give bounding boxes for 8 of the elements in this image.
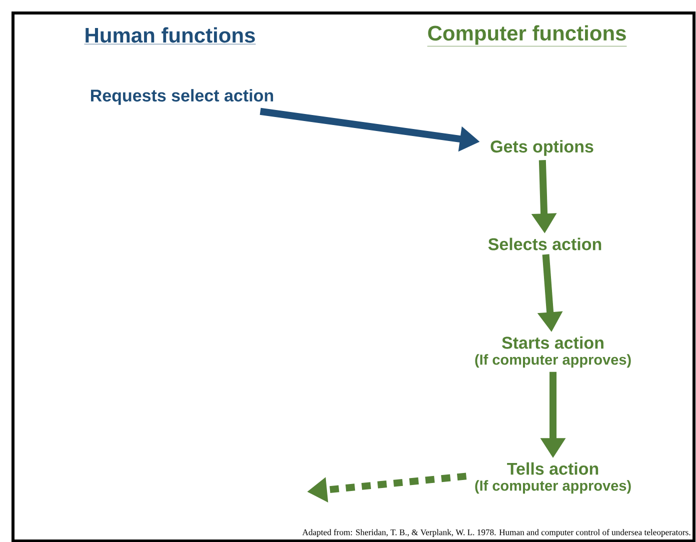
step-text: Selects action (488, 238, 602, 250)
step-text: Gets options (490, 140, 594, 156)
column-heading: Computer functions (427, 25, 627, 46)
step-text: Starts action (If computer approves) (475, 336, 631, 368)
column-heading: Human functions (84, 27, 256, 44)
caption: Adapted from: Sheridan, T. B., & Verplank, W. L. 1978. Human and computer control of undersea teleoperators. (302, 529, 690, 537)
step-text: Requests select action (91, 89, 274, 105)
step-text: Tells action (If computer approves) (475, 462, 631, 494)
